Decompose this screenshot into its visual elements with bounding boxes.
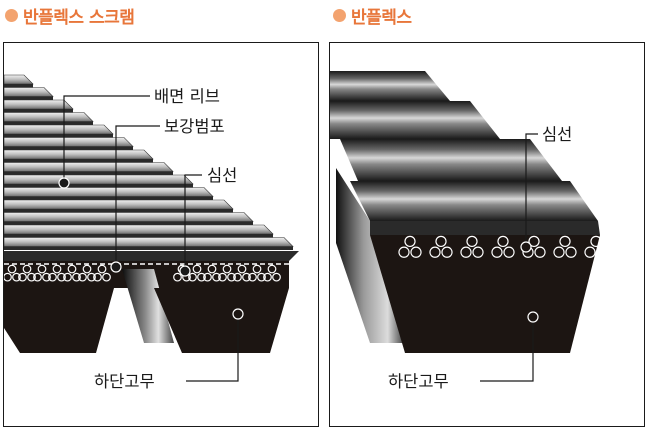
rib: [4, 187, 214, 197]
label-bottom-rubber: 하단고무: [94, 372, 155, 391]
cord-icon: [188, 264, 206, 282]
right-title-text: 반플렉스: [351, 7, 412, 28]
cord-icon: [78, 264, 96, 282]
cord-icon: [63, 264, 81, 282]
rib: [4, 237, 294, 247]
rib: [4, 112, 94, 122]
cord-icon: [18, 264, 36, 282]
core-cords: [398, 235, 639, 258]
core-cords: [4, 264, 281, 282]
right-diagram-panel: 심선 하단고무: [329, 42, 645, 427]
label-back-rib: 배면 리브: [154, 87, 220, 106]
right-title: 반플렉스: [333, 3, 412, 28]
left-title-text: 반플렉스 스크램: [23, 7, 135, 28]
cord-icon: [48, 264, 66, 282]
cord-icon: [233, 264, 251, 282]
cord-icon: [553, 235, 577, 258]
rib: [4, 137, 134, 147]
rib: [4, 162, 174, 172]
cord-icon: [33, 264, 51, 282]
label-core-cord: 심선: [207, 166, 237, 185]
left-title: 반플렉스 스크램: [5, 3, 135, 28]
rib: [4, 99, 74, 110]
rib: [4, 212, 254, 222]
cord-icon: [584, 235, 608, 258]
label-core-cord: 심선: [542, 125, 572, 144]
cord-icon: [93, 264, 111, 282]
right-v-body: [154, 288, 289, 353]
cord-icon: [248, 264, 266, 282]
rib: [4, 199, 234, 210]
bullet-dot-icon: [5, 8, 18, 22]
cord-icon: [615, 235, 639, 258]
rib: [4, 149, 154, 160]
v-belt-body: [370, 235, 600, 353]
cord-icon: [491, 235, 515, 258]
rib: [4, 124, 114, 135]
rib: [4, 174, 194, 185]
ribbed-belt-diagram: 배면 리브 보강범포 심선 하단고무: [4, 74, 299, 391]
label-bottom-rubber: 하단고무: [388, 372, 449, 391]
label-reinforcing-cloth: 보강범포: [164, 117, 225, 136]
left-diagram-panel: 배면 리브 보강범포 심선 하단고무: [3, 42, 319, 427]
plain-belt-diagram: 심선 하단고무: [330, 71, 639, 391]
cord-icon: [4, 264, 21, 282]
cord-icon: [460, 235, 484, 258]
side-face: [122, 269, 174, 343]
back-ribs: [4, 74, 294, 250]
bullet-dot-icon: [333, 8, 346, 22]
cord-icon: [263, 264, 281, 282]
rib: [4, 74, 34, 85]
cord-icon: [203, 264, 221, 282]
cord-icon: [398, 235, 422, 258]
rib: [4, 224, 274, 235]
left-v-body: [4, 288, 114, 353]
rib: [4, 87, 54, 97]
cord-icon: [218, 264, 236, 282]
cord-icon: [429, 235, 453, 258]
